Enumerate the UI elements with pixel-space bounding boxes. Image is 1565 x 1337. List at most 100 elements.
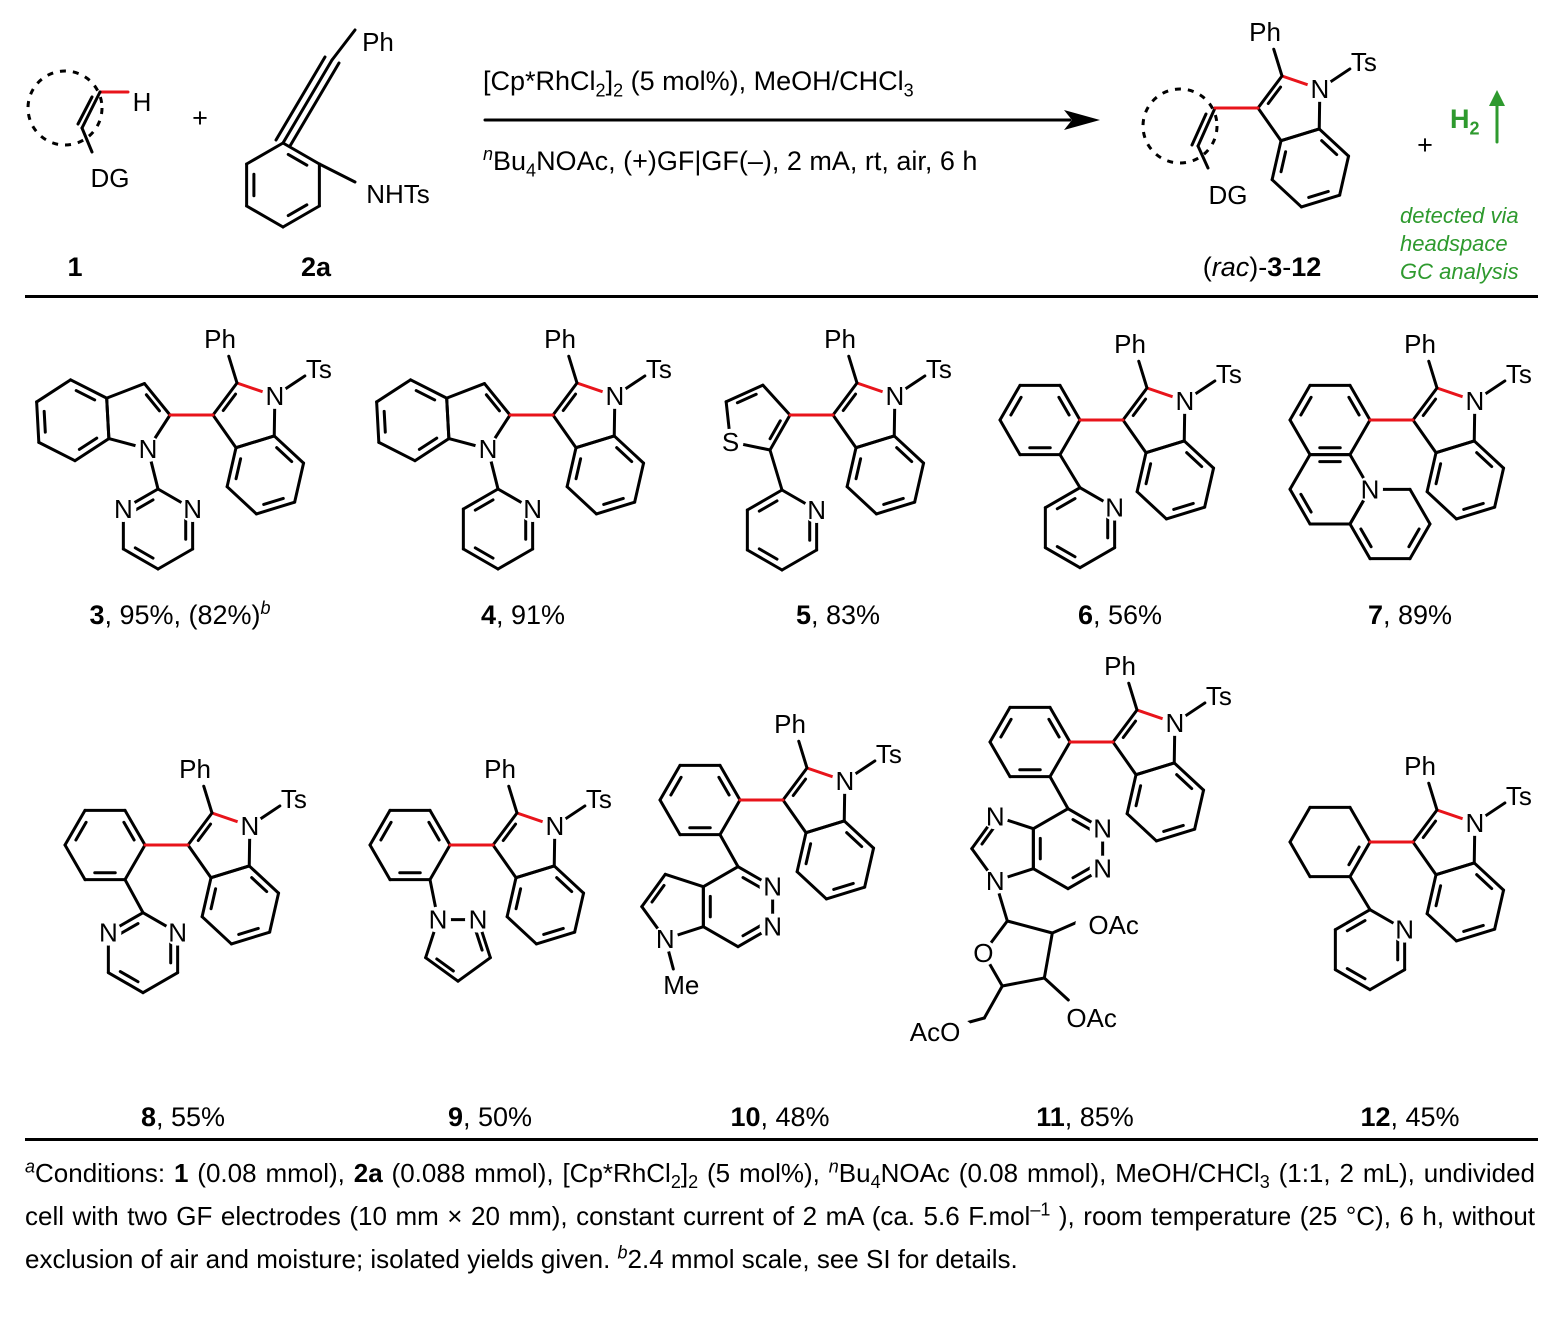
ring-bond (988, 705, 1012, 744)
benzo-ring-bond (200, 915, 233, 946)
label-mask (1461, 809, 1488, 836)
ring-bond (1058, 418, 1082, 457)
text-segment: 2 (688, 1172, 699, 1193)
bond (831, 381, 859, 417)
nitrogen-label: N (1395, 915, 1414, 945)
benzo-ring-bond (552, 864, 586, 895)
bond (831, 413, 858, 450)
benzo-ring-bond (612, 434, 646, 465)
double-bond-line (74, 389, 97, 402)
label-mask (1107, 652, 1134, 679)
benzo-ring-bond (1144, 439, 1186, 455)
label-mask (1171, 387, 1198, 414)
phenyl-label: Ph (362, 27, 394, 57)
nitrogen-label: N (763, 912, 782, 942)
label-mask (601, 382, 628, 409)
ring-bond (368, 843, 392, 882)
text-segment: 9 (447, 1102, 463, 1132)
benzo-ring-bond (892, 434, 926, 465)
ring-bond (998, 418, 1022, 457)
bond (142, 382, 172, 417)
double-bond-line (804, 842, 813, 866)
double-bond-line (602, 496, 625, 506)
text-segment: 2.4 mmol scale, see SI for details. (627, 1244, 1018, 1274)
thiophene-bond (761, 383, 792, 417)
bond (445, 382, 486, 400)
text-segment: 7 (1367, 600, 1383, 630)
benzo-ring-bond (573, 891, 586, 934)
ribose-bond (1042, 931, 1054, 980)
bond (781, 766, 809, 802)
benzo-ring-bond (633, 461, 646, 504)
ring-bond (375, 378, 413, 404)
plus-sign: + (192, 103, 208, 133)
benzo-ring-bond (845, 446, 858, 489)
ring-bond (1408, 522, 1432, 561)
double-bond-line (262, 496, 285, 506)
label-mask (135, 436, 161, 462)
double-bond-line (669, 775, 683, 797)
ring-bond (1031, 807, 1070, 831)
ring-bond (69, 378, 109, 400)
ring-bond (73, 437, 111, 463)
text-segment: , 55% (155, 1102, 226, 1132)
double-bond-line (1421, 819, 1438, 839)
benzo-ring-bond (505, 876, 518, 919)
double-bond-line (1071, 818, 1093, 832)
double-bond-line (615, 446, 634, 464)
double-bond-line (427, 820, 441, 842)
double-bond-line (286, 203, 309, 218)
nitrogen-label: N (656, 924, 675, 954)
nitrogen-label: N (545, 811, 564, 841)
ring-bond (718, 763, 742, 802)
compound-label-3: 3, 95%, (82%)b (89, 599, 270, 629)
text-segment: 3 (903, 80, 914, 101)
phenyl-label: Ph (1249, 17, 1281, 47)
double-bond-line (1190, 112, 1208, 147)
double-bond-line (1307, 189, 1330, 199)
compound-label-9: 9, 50% (448, 1104, 532, 1131)
benzo-ring-bond (1472, 439, 1506, 470)
text-segment: , 83% (810, 600, 881, 630)
benzo-ring-bond (272, 434, 306, 465)
ring-bond (461, 547, 500, 571)
ring-bond (413, 437, 451, 463)
benzo-ring-bond (842, 819, 876, 850)
bond (80, 126, 94, 154)
benzene-bond (245, 141, 285, 166)
divider-bottom (25, 1138, 1538, 1141)
benzo-ring-bond (534, 930, 577, 946)
ring-placeholder-dashed (26, 69, 104, 147)
bond (1411, 840, 1438, 877)
tosyl-label: Ts (281, 784, 307, 814)
benzo-ring-bond (234, 434, 276, 450)
ring-bond (1048, 740, 1072, 779)
ring-bond (1333, 908, 1372, 932)
ring-bond (1031, 867, 1070, 891)
double-bond-line (768, 419, 782, 441)
text-segment: 5 (795, 600, 811, 630)
benzo-ring-bond (1270, 139, 1283, 182)
benzo-ring-bond (1164, 505, 1207, 521)
label-mask (261, 382, 288, 409)
benzo-ring-bond (1425, 490, 1458, 521)
ring-bond (375, 400, 381, 444)
text-segment: rac (1211, 252, 1250, 282)
text-segment: , 85% (1064, 1102, 1134, 1132)
ring-bond (428, 843, 452, 882)
text-segment: 12 (1291, 252, 1322, 282)
bond (1348, 875, 1372, 912)
bond (211, 413, 238, 450)
double-bond-line (379, 820, 393, 842)
bond (1196, 106, 1217, 148)
nitrogen-label: N (1093, 814, 1112, 844)
thiophene-bond (768, 413, 792, 452)
text-segment: Bu (838, 1158, 871, 1188)
product-label: (rac)-3-12 (1203, 254, 1322, 281)
label-mask (1205, 682, 1232, 709)
double-bond-line (286, 152, 309, 167)
label-mask (1117, 330, 1144, 357)
ribose-bond (1005, 919, 1054, 935)
nitrogen-label: N (763, 872, 782, 902)
text-segment: , 45% (1390, 1102, 1460, 1132)
